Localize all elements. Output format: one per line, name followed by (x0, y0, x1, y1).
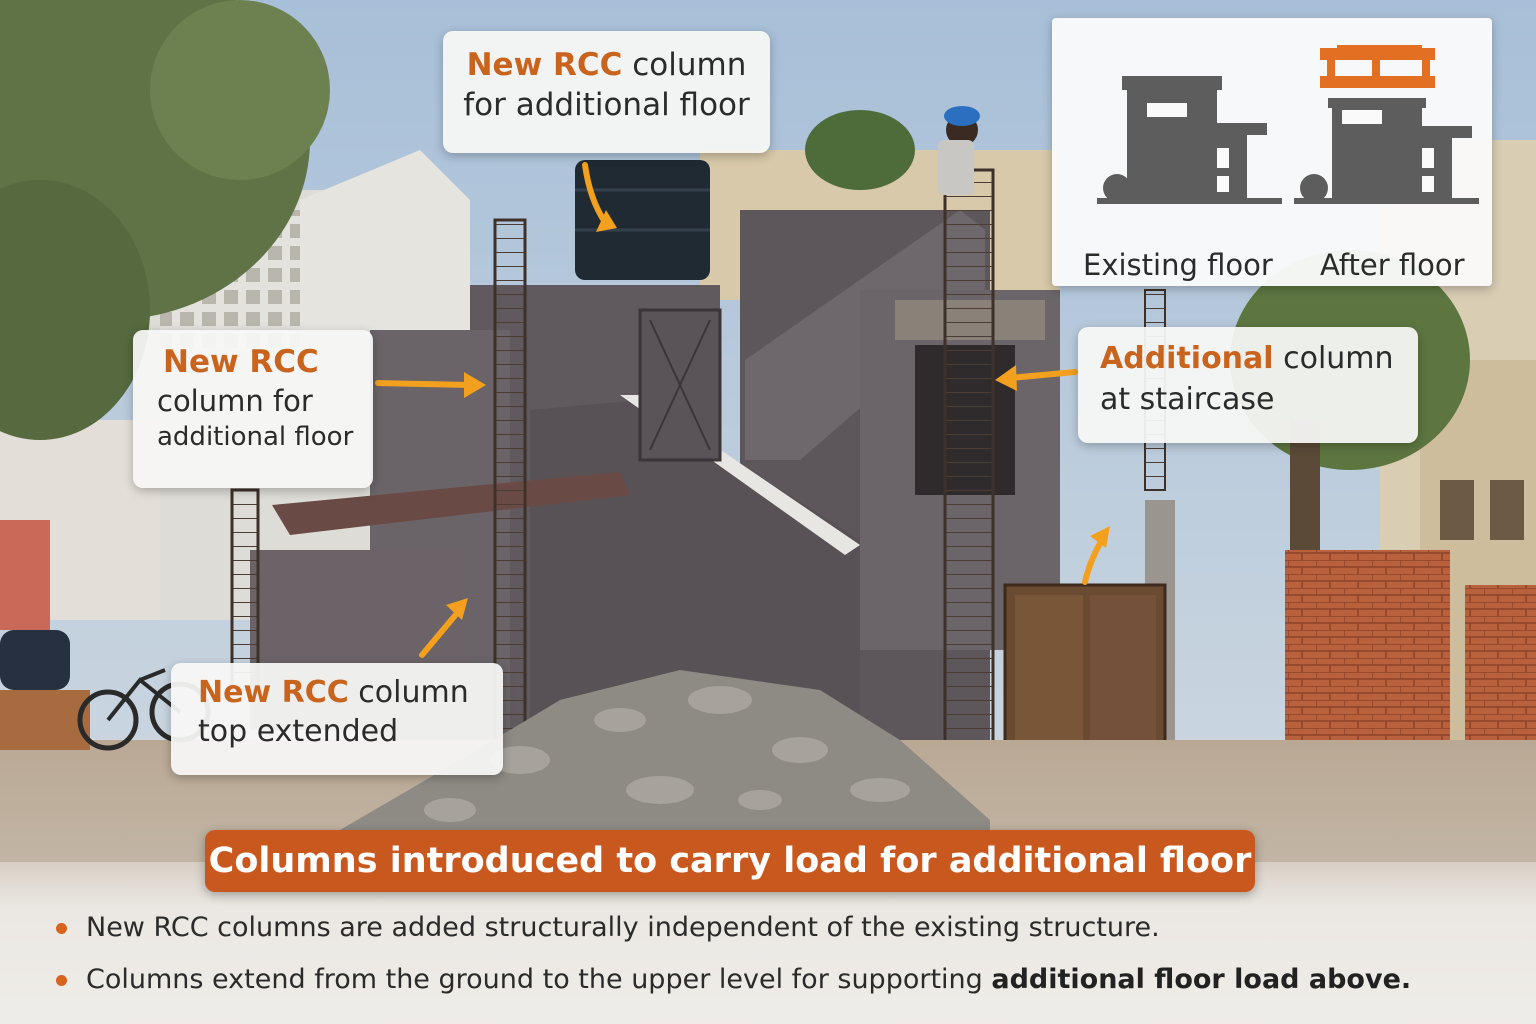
after-floor-building-icon (1294, 45, 1479, 204)
existing-floor-building-icon (1097, 45, 1479, 204)
callout-new-rcc-column-top-extended: New RCC column top extended (171, 663, 503, 775)
callout-text: column (348, 675, 469, 710)
callout-highlight: Additional (1100, 341, 1274, 376)
callout-highlight: New RCC (198, 675, 349, 710)
callout-highlight: New RCC (163, 344, 319, 380)
bullet-item: Columns extend from the ground to the up… (54, 957, 1411, 1009)
callout-new-rcc-column-left: New RCC column for additional floor (133, 330, 373, 488)
bullet-item: New RCC columns are added structurally i… (54, 905, 1411, 957)
callout-text: column (622, 47, 747, 83)
callout-text-line2: column for (157, 384, 313, 418)
callout-text-line2: top extended (198, 714, 399, 749)
callout-highlight: New RCC (466, 47, 623, 83)
existing-floor-label: Existing floor (1083, 248, 1273, 282)
after-floor-label: After floor (1320, 248, 1465, 282)
callout-additional-column-staircase: Additional column at staircase (1078, 327, 1418, 443)
callout-text: column (1273, 341, 1394, 376)
columns-banner-title: Columns introduced to carry load for add… (205, 830, 1255, 892)
bullet-list: New RCC columns are added structurally i… (54, 905, 1411, 1009)
callout-text-line2: for additional floor (463, 87, 750, 123)
callout-text-line3: additional floor (157, 422, 354, 452)
floor-comparison-inset: Existing floor After floor (1052, 18, 1492, 286)
callout-text-line2: at staircase (1100, 382, 1275, 417)
callout-new-rcc-column-top: New RCC column for additional floor (443, 31, 770, 153)
